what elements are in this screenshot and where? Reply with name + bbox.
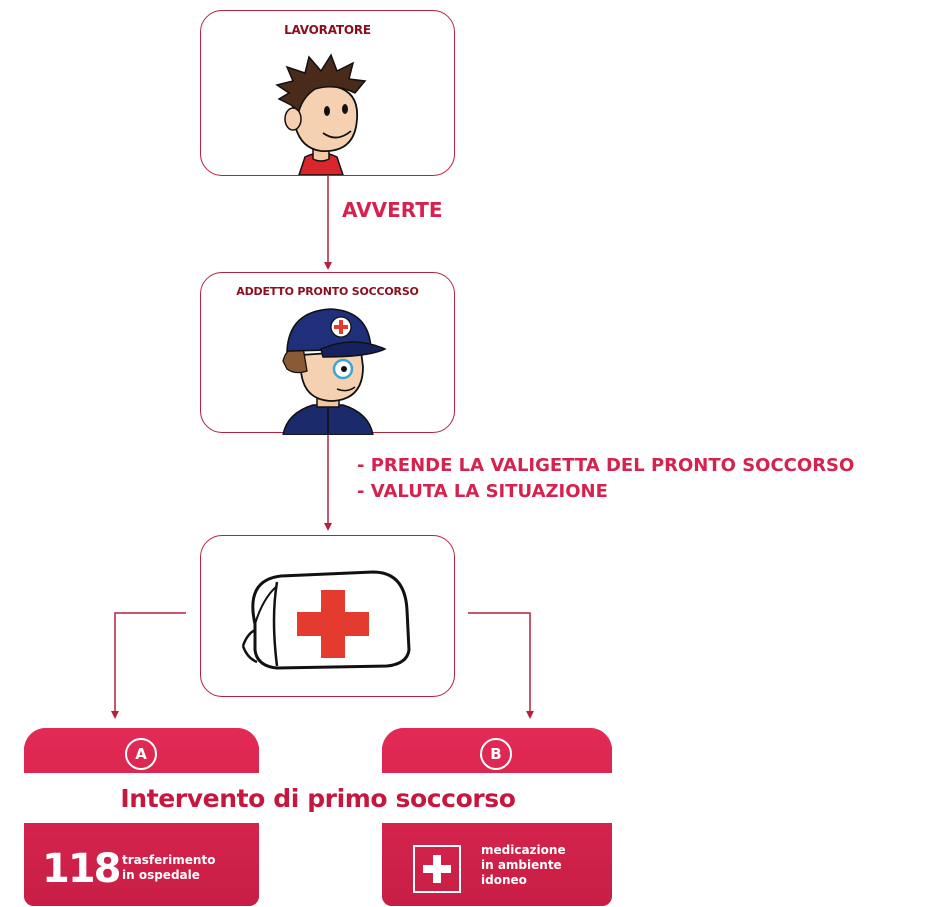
worker-figure: [275, 53, 367, 175]
option-b-line-1: medicazione: [481, 843, 566, 857]
option-a-line-2: in ospedale: [122, 868, 200, 882]
worker-node: LAVORATORE: [200, 10, 455, 176]
worker-title: LAVORATORE: [284, 23, 371, 37]
first-aid-kit-icon: [241, 570, 411, 670]
arrowhead: [324, 523, 332, 531]
first-aider-figure: [282, 308, 387, 435]
intervention-title: Intervento di primo soccorso: [120, 783, 516, 813]
first-aid-kit-node: [200, 535, 455, 697]
plus-icon: [413, 845, 461, 893]
arrowhead: [526, 711, 534, 719]
emergency-number: 118: [42, 846, 121, 892]
actions-label-1: - PRENDE LA VALIGETTA DEL PRONTO SOCCORS…: [357, 455, 855, 476]
alerts-label: AVVERTE: [342, 198, 443, 222]
arrow-kit-to-b: [468, 612, 531, 712]
arrow-kit-to-a: [114, 612, 186, 712]
first-aider-node: ADDETTO PRONTO SOCCORSO: [200, 272, 455, 435]
intervention-band: Intervento di primo soccorso: [24, 773, 612, 823]
option-a-badge: A: [125, 738, 157, 770]
first-aider-title: ADDETTO PRONTO SOCCORSO: [236, 285, 419, 298]
option-a-line-1: trasferimento: [122, 853, 216, 867]
arrowhead: [324, 262, 332, 270]
option-b-badge: B: [480, 738, 512, 770]
option-b-line-2: in ambiente: [481, 858, 562, 872]
option-a-description: trasferimento in ospedale: [122, 853, 215, 883]
option-b-line-3: idoneo: [481, 873, 527, 887]
option-b-description: medicazione in ambiente idoneo: [481, 843, 566, 888]
actions-label-2: - VALUTA LA SITUAZIONE: [357, 481, 608, 502]
arrowhead: [111, 711, 119, 719]
